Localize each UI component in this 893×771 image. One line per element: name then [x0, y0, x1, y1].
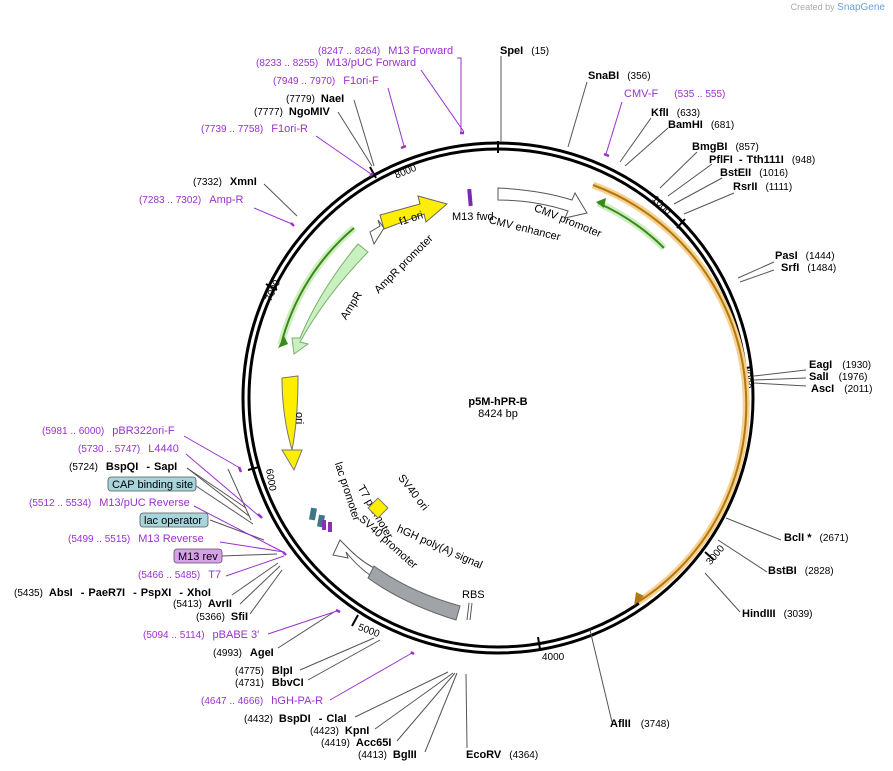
primer-pbr322ori-f: (5981 .. 6000)pBR322ori-F [42, 425, 175, 437]
green-arc-left-head [278, 336, 288, 348]
enzyme-hindIII: HindIII(3039) [742, 608, 813, 620]
enzyme-bglII: (4413)BglII [358, 749, 417, 761]
primer-m13-reverse: (5499 .. 5515)M13 Reverse [68, 533, 204, 545]
rbs-label: RBS [462, 589, 485, 601]
enzyme-naeI: (7779)NaeI [286, 93, 344, 105]
enzyme-blpI: (4775)BlpI [235, 665, 293, 677]
enzyme-pflFI: PflFI-Tth111I(948) [709, 154, 815, 166]
snapgene-logo: SnapGene [837, 2, 885, 13]
primer-cmv-f: CMV-F(535 .. 555) [624, 88, 725, 100]
cap-binding-site-label: CAP binding site [112, 479, 193, 491]
tick-label-4000: 4000 [542, 652, 565, 663]
enzyme-bstEII: BstEII(1016) [720, 167, 788, 179]
enzyme-aflII: AflII(3748) [610, 718, 670, 730]
tick-label-6000: 6000 [263, 468, 278, 492]
lac-operator-label: lac operator [144, 515, 202, 527]
snapgene-credit: Created by SnapGene [791, 2, 885, 13]
cap-binding-site-box [107, 476, 197, 492]
enzyme-kpnI: (4423)KpnI [310, 725, 369, 737]
primer-m13-forward: (8247 .. 8264)M13 Forward [318, 45, 453, 57]
enzyme-ngoMIV: (7777)NgoMIV [254, 106, 331, 118]
sv40-ori-feature [367, 497, 389, 519]
green-arc-left-line [280, 227, 355, 346]
enzyme-kflI: KflI(633) [651, 107, 700, 119]
enzyme-sfiI: (5366)SfiI [196, 611, 248, 623]
m13-fwd-mark [467, 188, 473, 207]
enzyme-bspQI: (5724)BspQI-SapI [69, 461, 177, 473]
hgh-polya-feature [367, 565, 461, 621]
enzyme-ascI: AscI(2011) [811, 383, 872, 395]
enzyme-bamHI: BamHI(681) [668, 119, 734, 131]
leader-lines [186, 56, 807, 753]
rbs-mark-2 [469, 602, 473, 621]
green-arc-right [596, 199, 667, 251]
primer-l4440: (5730 .. 5747)L4440 [78, 443, 179, 455]
enzyme-ecoRV: EcoRV(4364) [466, 749, 538, 761]
enzyme-bclI: BclI *(2671) [784, 532, 848, 544]
sv40-ori-label: SV40 ori [395, 472, 430, 513]
tick-label-5000: 5000 [356, 622, 381, 640]
enzyme-speI: SpeI(15) [500, 45, 549, 57]
m13-rev-box [173, 548, 223, 564]
tick-label-3000: 3000 [704, 543, 727, 567]
enzyme-rsrII: RsrII(1111) [733, 181, 792, 193]
enzyme-claI: (4432)BspDI-ClaI [244, 713, 347, 725]
ampr-promoter-label: AmpR promoter [372, 232, 436, 296]
enzyme-acc65I: (4419)Acc65I [321, 737, 391, 749]
m13-rev-label: M13 rev [178, 551, 218, 563]
enzyme-salI: SalI(1976) [809, 371, 867, 383]
tick-label-7000: 7000 [264, 278, 284, 303]
plasmid-size: 8424 bp [478, 408, 518, 420]
lac-operator-box [139, 512, 209, 528]
primer-f1ori-r: (7739 .. 7758)F1ori-R [201, 123, 308, 135]
insert-arc-head [634, 592, 644, 606]
primer-pbabe-3: (5094 .. 5114)pBABE 3' [143, 629, 259, 641]
ampr-label: AmpR [339, 290, 365, 322]
green-arc-right-head [596, 198, 606, 208]
primer-leader-lines [183, 57, 623, 701]
m13-fwd-label: M13 fwd [452, 211, 494, 223]
m13rev-mark [322, 520, 326, 530]
enzyme-pasI: PasI(1444) [775, 250, 835, 262]
ori-feature [281, 375, 303, 472]
tick-label-8000: 8000 [393, 163, 418, 182]
rbs-mark-1 [466, 602, 470, 621]
cap-site-mark [309, 507, 317, 521]
enzyme-srfI: SrfI(1484) [781, 262, 836, 274]
enzyme-bmgBI: BmgBI(857) [692, 141, 759, 153]
insert-arc-line [592, 184, 748, 603]
cmv-feature [497, 187, 588, 219]
credit-prefix: Created by [790, 2, 835, 12]
enzyme-eagI: EagI(1930) [809, 359, 871, 371]
enzyme-bstBI: BstBI(2828) [768, 565, 834, 577]
primer-amp-r: (7283 .. 7302)Amp-R [139, 194, 244, 206]
ampr-promoter-feature [369, 219, 385, 246]
enzyme-xmnI: (7332)XmnI [193, 176, 257, 188]
enzyme-ageI: (4993)AgeI [213, 647, 274, 659]
insert-arc [591, 181, 750, 605]
ori-label: ori [293, 412, 305, 424]
primer-m13-puc-forward: (8233 .. 8255)M13/pUC Forward [256, 57, 416, 69]
enzyme-avrII: (5413)AvrII [173, 598, 232, 610]
enzyme-xhoI: (5435)AbsI-PaeR7I-PspXI-XhoI [14, 587, 211, 599]
primer-hgh-pa-r: (4647 .. 4666)hGH-PA-R [201, 695, 323, 707]
primer-f1ori-f: (7949 .. 7970)F1ori-F [273, 75, 379, 87]
enzyme-bbvCI: (4731)BbvCI [235, 677, 304, 689]
primer-marks [237, 131, 610, 656]
plasmid-name: p5M-hPR-B [468, 396, 527, 408]
primer-m13-puc-reverse: (5512 .. 5534)M13/pUC Reverse [29, 497, 190, 509]
ampr-feature [291, 243, 369, 355]
enzyme-snabI: SnaBI(356) [588, 70, 651, 82]
t7-mark [328, 522, 332, 532]
primer-t7: (5466 .. 5485)T7 [138, 569, 221, 581]
f1-ori-feature [379, 195, 449, 230]
